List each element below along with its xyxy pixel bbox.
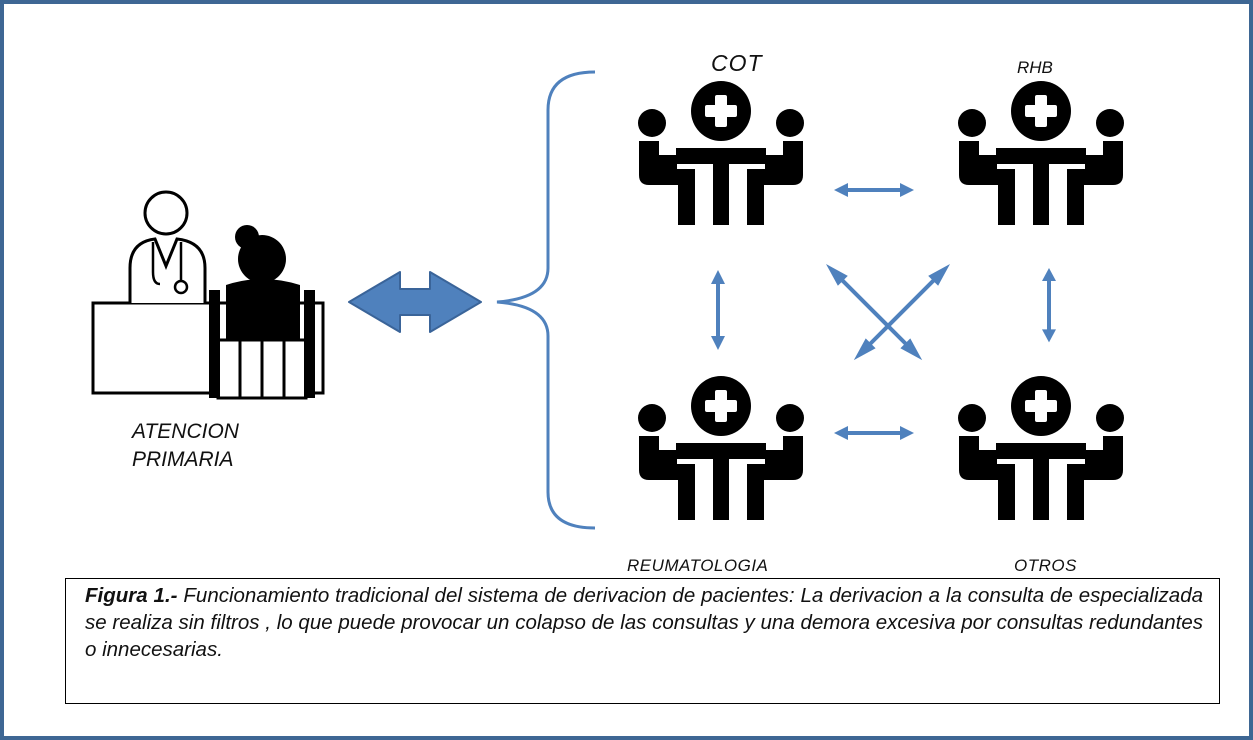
rhb-reuma-arrow [849,259,955,365]
rhb-otros-arrow [1040,266,1058,345]
label-rhb: RHB [1017,58,1053,77]
label-reumatologia: REUMATOLOGIA [627,556,769,575]
caption-text: Funcionamiento tradicional del sistema d… [85,584,1203,661]
cot-otros-arrow [821,259,927,365]
label-atencion-primaria: ATENCION PRIMARIA [132,420,239,471]
cot-rhb-arrow [832,181,916,199]
primary-to-specialists-arrow [348,271,482,333]
otros-team-icon [958,376,1124,520]
label-otros: OTROS [1014,556,1077,575]
figure-caption: Figura 1.- Funcionamiento tradicional de… [85,582,1203,663]
caption-prefix: Figura 1.- [85,584,178,607]
caption-box [65,578,1220,704]
bracket [496,70,596,530]
reumatologia-team-icon [638,376,804,520]
rhb-team-icon [958,81,1124,225]
doctor-patient-desk-icon [91,190,325,404]
label-cot: COT [711,50,763,76]
reuma-otros-arrow [832,424,916,442]
cot-reuma-arrow [709,268,727,352]
cot-team-icon [638,81,804,225]
